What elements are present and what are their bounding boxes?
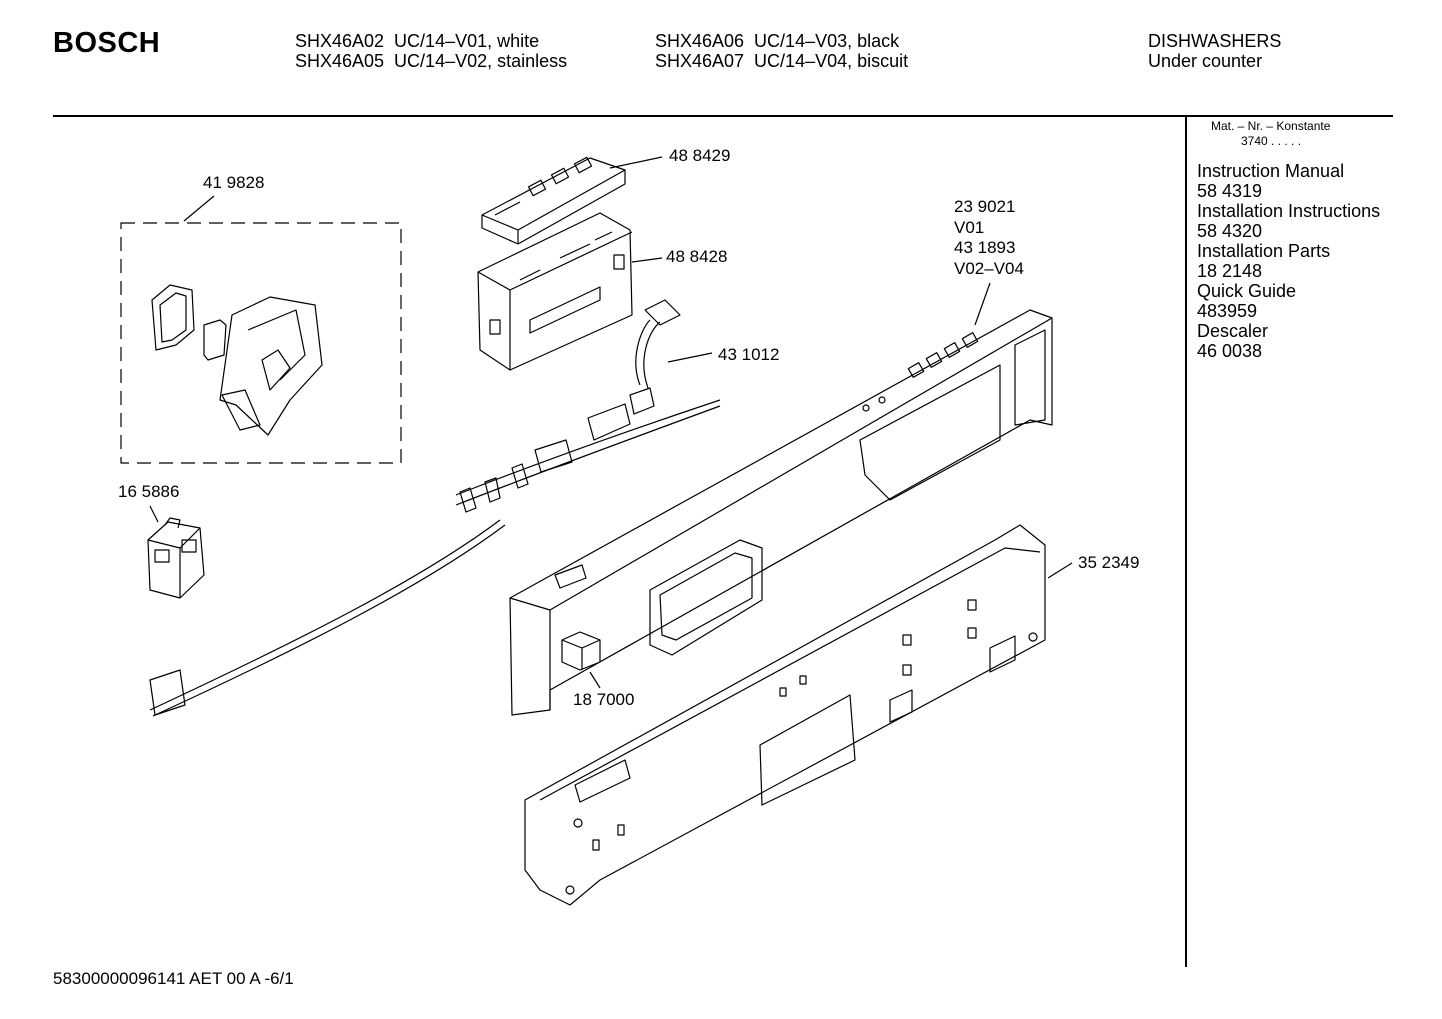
material-label: Mat. – Nr. – Konstante: [1211, 119, 1331, 133]
control-panel-bar: [509, 309, 1053, 716]
leader-488429: [609, 156, 663, 169]
doc-item: Descaler: [1197, 321, 1269, 341]
part-number-239021: 23 9021: [954, 197, 1015, 216]
relay-part: [147, 517, 205, 599]
sidebar-divider: [1185, 117, 1187, 967]
doc-item: 18 2148: [1197, 261, 1263, 281]
material-constant: Mat. – Nr. – Konstante 3740 . . . . .: [1211, 119, 1330, 149]
leader-488428: [631, 257, 663, 263]
switch-strip: [481, 156, 626, 245]
variant-v02-v04: V02–V04: [954, 259, 1024, 278]
part-number-419828: 41 9828: [203, 173, 264, 192]
part-number-352349: 35 2349: [1078, 553, 1139, 572]
variant-v01: V01: [954, 218, 984, 237]
wire-harness: [149, 299, 721, 717]
electronic-module: [477, 212, 633, 371]
model-line-4: SHX46A07 UC/14–V04, biscuit: [655, 51, 909, 71]
bosch-logo: BOSCH: [53, 27, 161, 59]
material-code: 3740 . . . . .: [1241, 134, 1302, 148]
leader-165886: [149, 505, 159, 523]
model-line-1: SHX46A02 UC/14–V01, white: [295, 31, 540, 51]
part-number-488429: 48 8429: [669, 146, 730, 165]
doc-item: Instruction Manual: [1197, 161, 1345, 181]
leader-239021: [974, 282, 991, 326]
doc-item: 483959: [1197, 301, 1258, 321]
doc-item: Quick Guide: [1197, 281, 1297, 301]
inner-panel: [524, 524, 1046, 906]
door-handle: [649, 539, 763, 656]
part-number-431893: 43 1893: [954, 238, 1015, 257]
assembly-box: [120, 222, 402, 464]
doc-item: Installation Parts: [1197, 241, 1331, 261]
doc-item: 58 4320: [1197, 221, 1263, 241]
doc-item: 46 0038: [1197, 341, 1263, 361]
part-number-488428: 48 8428: [666, 247, 727, 266]
part-number-165886: 16 5886: [118, 482, 179, 501]
doc-item: Installation Instructions: [1197, 201, 1381, 221]
part-number-187000: 18 7000: [573, 690, 634, 709]
leader-352349: [1047, 562, 1073, 579]
header-divider: [53, 115, 1393, 117]
doc-item: 58 4319: [1197, 181, 1263, 201]
small-block-part: [561, 631, 601, 671]
part-number-431012: 43 1012: [718, 345, 779, 364]
leader-431012: [667, 352, 713, 363]
document-list: Instruction Manual 58 4319 Installation …: [1197, 161, 1380, 361]
subcategory-title: Under counter: [1148, 51, 1263, 71]
leader-419828: [183, 195, 215, 222]
model-line-3: SHX46A06 UC/14–V03, black: [655, 31, 900, 51]
leader-187000: [589, 671, 601, 689]
model-line-2: SHX46A05 UC/14–V02, stainless: [295, 51, 568, 71]
door-latch-assembly: [151, 284, 323, 436]
category-title: DISHWASHERS: [1148, 31, 1282, 51]
document-code: 58300000096141 AET 00 A -6/1: [53, 969, 294, 988]
